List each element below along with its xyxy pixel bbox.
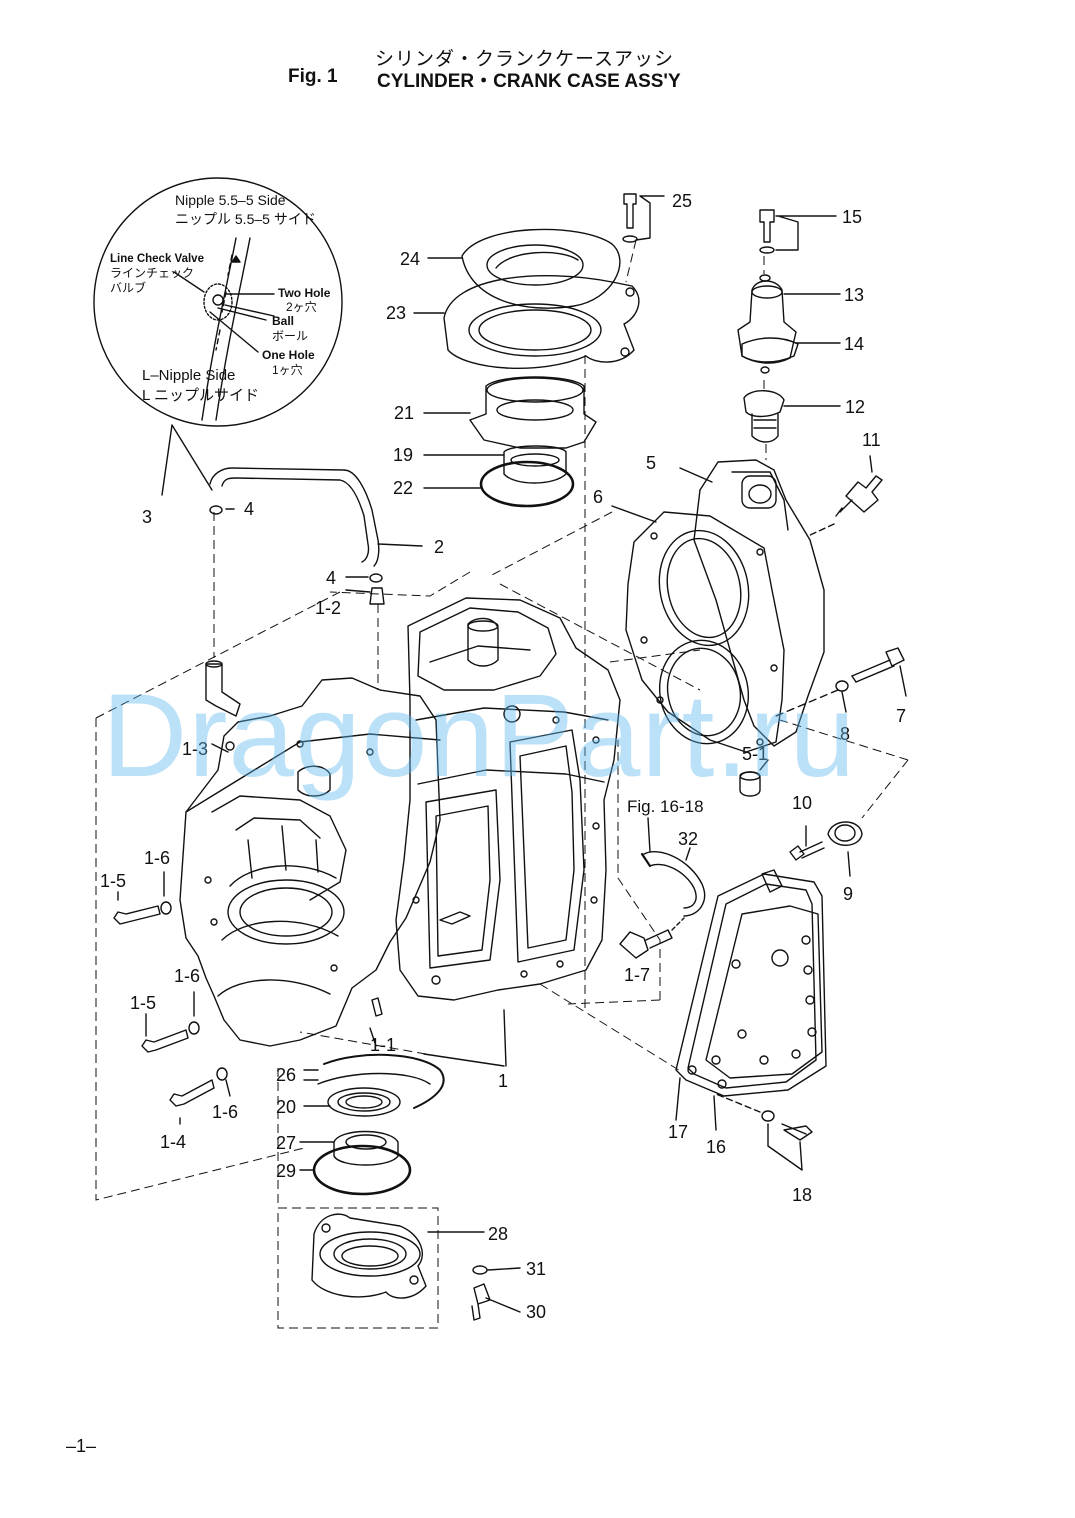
callout: 4 bbox=[326, 568, 336, 588]
callout: 6 bbox=[593, 487, 603, 507]
callout: 26 bbox=[276, 1065, 296, 1085]
callout: 16 bbox=[706, 1137, 726, 1157]
inset-label: ニップル 5.5–5 サイド bbox=[175, 211, 316, 227]
inset-label: バルブ bbox=[110, 280, 146, 295]
inset-label: Ball bbox=[272, 314, 294, 328]
title-japanese: シリンダ・クランクケースアッシ bbox=[375, 49, 675, 70]
callout: 17 bbox=[668, 1122, 688, 1142]
inset-label: ラインチェック bbox=[110, 266, 194, 280]
inset-label: ボール bbox=[272, 329, 308, 343]
callout: 11 bbox=[862, 430, 881, 450]
inset-label: One Hole bbox=[262, 348, 315, 362]
callout: 1 bbox=[498, 1071, 508, 1091]
callout: 29 bbox=[276, 1161, 296, 1181]
callout: 1-3 bbox=[182, 739, 208, 759]
callout: 3 bbox=[142, 507, 152, 527]
callout: 1-7 bbox=[624, 965, 650, 985]
callout: 5 bbox=[646, 453, 656, 473]
inset-label: 2ヶ穴 bbox=[286, 299, 317, 314]
callout: 24 bbox=[400, 249, 420, 269]
callout: 12 bbox=[845, 397, 865, 417]
callout: 1-6 bbox=[174, 966, 200, 986]
detail-inset-circle bbox=[93, 177, 343, 427]
callout: 23 bbox=[386, 303, 406, 323]
inset-label: 1ヶ穴 bbox=[272, 362, 303, 377]
callout: 28 bbox=[488, 1224, 508, 1244]
callout: 13 bbox=[844, 285, 864, 305]
callout: 8 bbox=[840, 724, 850, 744]
inset-label: Line Check Valve bbox=[110, 253, 204, 265]
inset-label: Two Hole bbox=[278, 286, 331, 300]
page-number: –1– bbox=[66, 1436, 97, 1456]
callout: 1-5 bbox=[100, 871, 126, 891]
reference-note: Fig. 16-18 bbox=[627, 797, 704, 816]
callout: 1-5 bbox=[130, 993, 156, 1013]
callout: 21 bbox=[394, 403, 414, 423]
title-english: CYLINDER・CRANK CASE ASS'Y bbox=[377, 71, 681, 92]
inset-label: L ニップルサイド bbox=[142, 387, 259, 404]
callout: 19 bbox=[393, 445, 413, 465]
ball-detail bbox=[212, 294, 224, 306]
callout: 1-4 bbox=[160, 1132, 186, 1152]
callout: 10 bbox=[792, 793, 812, 813]
callout: 1-6 bbox=[212, 1102, 238, 1122]
callout: 2 bbox=[434, 537, 444, 557]
detail-pipe-line bbox=[215, 237, 251, 421]
callout: 22 bbox=[393, 478, 413, 498]
callout: 15 bbox=[842, 207, 862, 227]
callout: 18 bbox=[792, 1185, 812, 1205]
callout: 20 bbox=[276, 1097, 296, 1117]
callout: 30 bbox=[526, 1302, 546, 1322]
inset-label: Nipple 5.5–5 Side bbox=[175, 192, 286, 208]
check-valve-body bbox=[203, 283, 233, 321]
callout: 7 bbox=[896, 706, 906, 726]
callout: 1-6 bbox=[144, 848, 170, 868]
callout: 4 bbox=[244, 499, 254, 519]
callout: 5-1 bbox=[742, 744, 768, 764]
callout: 9 bbox=[843, 884, 853, 904]
callout: 25 bbox=[672, 191, 692, 211]
callout: 32 bbox=[678, 829, 698, 849]
watermark-text: DragonPart.ru bbox=[102, 670, 857, 802]
callout: 14 bbox=[844, 334, 864, 354]
callout: 31 bbox=[526, 1259, 546, 1279]
callout: 27 bbox=[276, 1133, 296, 1153]
figure-number: Fig. 1 bbox=[288, 66, 338, 87]
assembly-outline bbox=[95, 718, 305, 1201]
callout: 1-2 bbox=[315, 598, 341, 618]
inset-label: L–Nipple Side bbox=[142, 367, 235, 384]
callout: 1-1 bbox=[370, 1035, 396, 1055]
